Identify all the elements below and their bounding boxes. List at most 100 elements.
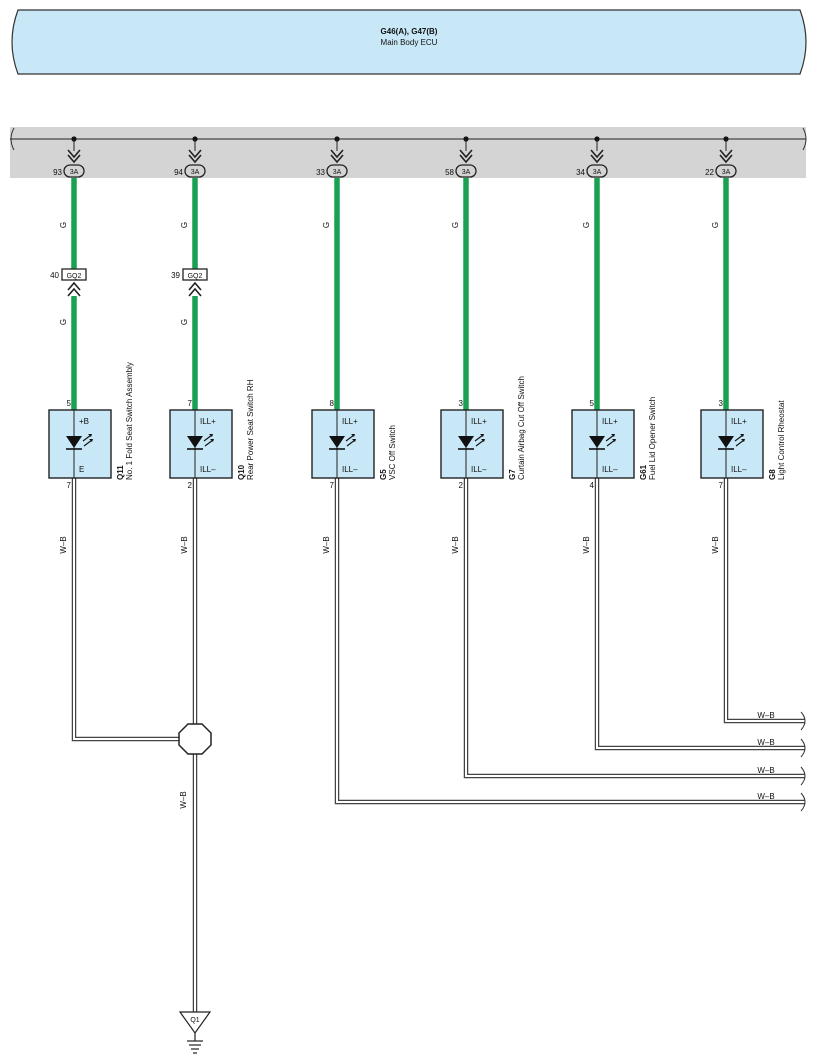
bottom-terminal-label: E xyxy=(79,465,84,474)
bus-break-right xyxy=(802,127,807,151)
bottom-pin-number: 2 xyxy=(188,481,193,490)
top-pin-number: 8 xyxy=(330,399,335,408)
ground-label: Q1 xyxy=(190,1017,199,1024)
top-terminal-label: ILL+ xyxy=(731,417,747,426)
switch-box xyxy=(571,409,635,479)
top-terminal-label: ILL+ xyxy=(471,417,487,426)
ecu-connector-oval xyxy=(326,164,348,178)
continuation-wire-label: W–B xyxy=(757,738,774,747)
ecu-connector-label: 3A xyxy=(722,169,731,176)
continuation-wire-label: W–B xyxy=(757,766,774,775)
led-icon xyxy=(329,436,345,448)
ecu-block: G46(A), G47(B) Main Body ECU xyxy=(11,9,807,75)
light-ray-icon xyxy=(605,434,615,442)
component-code: G61 xyxy=(639,464,648,480)
pin-arrow-icon xyxy=(188,149,202,159)
component-label: Q10Rear Power Seat Switch RH xyxy=(237,379,255,480)
ground-point: Q1 xyxy=(178,1011,212,1054)
ecu-pin-number: 34 xyxy=(576,168,585,177)
junction-wiring: W–B xyxy=(71,478,212,1012)
ecu-connector-oval xyxy=(455,164,477,178)
ecu-connector-oval xyxy=(63,164,85,178)
switch-box xyxy=(48,409,112,479)
bus-break-left xyxy=(10,127,15,151)
bottom-pin-number: 2 xyxy=(459,481,464,490)
inline-connector-box xyxy=(61,268,87,281)
ecu-connector-label: 3A xyxy=(462,169,471,176)
inline-connector-box xyxy=(182,268,208,281)
led-icon xyxy=(589,436,605,448)
top-terminal-label: ILL+ xyxy=(200,417,216,426)
ecu-connector-label: 3A xyxy=(70,169,79,176)
inline-connector-label: GQ2 xyxy=(67,273,82,280)
ecu-pin-number: 22 xyxy=(705,168,714,177)
chevron-up-icon xyxy=(188,281,202,291)
wire-color-label: G xyxy=(59,222,68,228)
bottom-terminal-label: ILL– xyxy=(471,465,487,474)
top-pin-number: 7 xyxy=(188,399,193,408)
top-terminal-label: ILL+ xyxy=(602,417,618,426)
chevron-up-icon xyxy=(67,281,81,291)
component-description: Fuel Lid Opener Switch xyxy=(648,397,657,480)
pin-arrow-icon xyxy=(719,149,733,159)
wire-color-label: G xyxy=(711,222,720,228)
component-label: G5VSC Off Switch xyxy=(379,425,397,480)
component-description: No. 1 Fold Seat Switch Assembly xyxy=(125,362,134,480)
ground-wire-label: W–B xyxy=(322,536,331,553)
pin-arrow-icon xyxy=(459,149,473,159)
inline-pin-number: 40 xyxy=(50,271,59,280)
ecu-connector-bus xyxy=(10,127,807,178)
ecu-connector-label: 3A xyxy=(191,169,200,176)
component-code: Q10 xyxy=(237,464,246,480)
wire-color-label: G xyxy=(322,222,331,228)
continuation-wiring: W–B W–B W–B W–B xyxy=(334,478,806,812)
bottom-pin-number: 4 xyxy=(590,481,595,490)
bottom-terminal-label: ILL– xyxy=(731,465,747,474)
bus-background xyxy=(10,127,806,178)
ground-triangle xyxy=(178,1011,212,1035)
top-pin-number: 3 xyxy=(719,399,724,408)
ground-wire-label: W–B xyxy=(59,536,68,553)
switch-box xyxy=(440,409,504,479)
pin-arrow-icon xyxy=(67,149,81,159)
top-terminal-label: ILL+ xyxy=(342,417,358,426)
light-ray-icon xyxy=(345,434,355,442)
ecu-outline xyxy=(11,9,807,75)
switch-box xyxy=(700,409,764,479)
ground-wire-label: W–B xyxy=(451,536,460,553)
ecu-connector-oval xyxy=(586,164,608,178)
ecu-title: G46(A), G47(B) xyxy=(381,27,438,36)
component-label: Q11No. 1 Fold Seat Switch Assembly xyxy=(116,362,134,480)
ecu-pin-number: 58 xyxy=(445,168,454,177)
continuation-wire-label: W–B xyxy=(757,711,774,720)
wire-color-label: G xyxy=(451,222,460,228)
component-label: G8Light Control Rheostat xyxy=(768,400,786,480)
ecu-pin-number: 93 xyxy=(53,168,62,177)
junction-wire-label: W–B xyxy=(179,791,188,808)
component-code: G5 xyxy=(379,469,388,480)
component-code: G7 xyxy=(508,469,517,480)
splice-junction xyxy=(178,723,212,755)
top-pin-number: 5 xyxy=(67,399,72,408)
continuation-wire-label: W–B xyxy=(757,792,774,801)
led-icon xyxy=(718,436,734,448)
wire-color-label: G xyxy=(59,319,68,325)
light-ray-icon xyxy=(734,434,744,442)
component-description: VSC Off Switch xyxy=(388,425,397,480)
component-code: Q11 xyxy=(116,465,125,480)
led-icon xyxy=(458,436,474,448)
wire-color-label: G xyxy=(180,319,189,325)
ecu-connector-label: 3A xyxy=(593,169,602,176)
switch-box xyxy=(311,409,375,479)
ecu-subtitle: Main Body ECU xyxy=(381,38,438,47)
wire-color-label: G xyxy=(180,222,189,228)
bottom-terminal-label: ILL– xyxy=(200,465,216,474)
component-description: Curtain Airbag Cut Off Switch xyxy=(517,376,526,480)
component-label: G61Fuel Lid Opener Switch xyxy=(639,397,657,480)
bottom-terminal-label: ILL– xyxy=(342,465,358,474)
